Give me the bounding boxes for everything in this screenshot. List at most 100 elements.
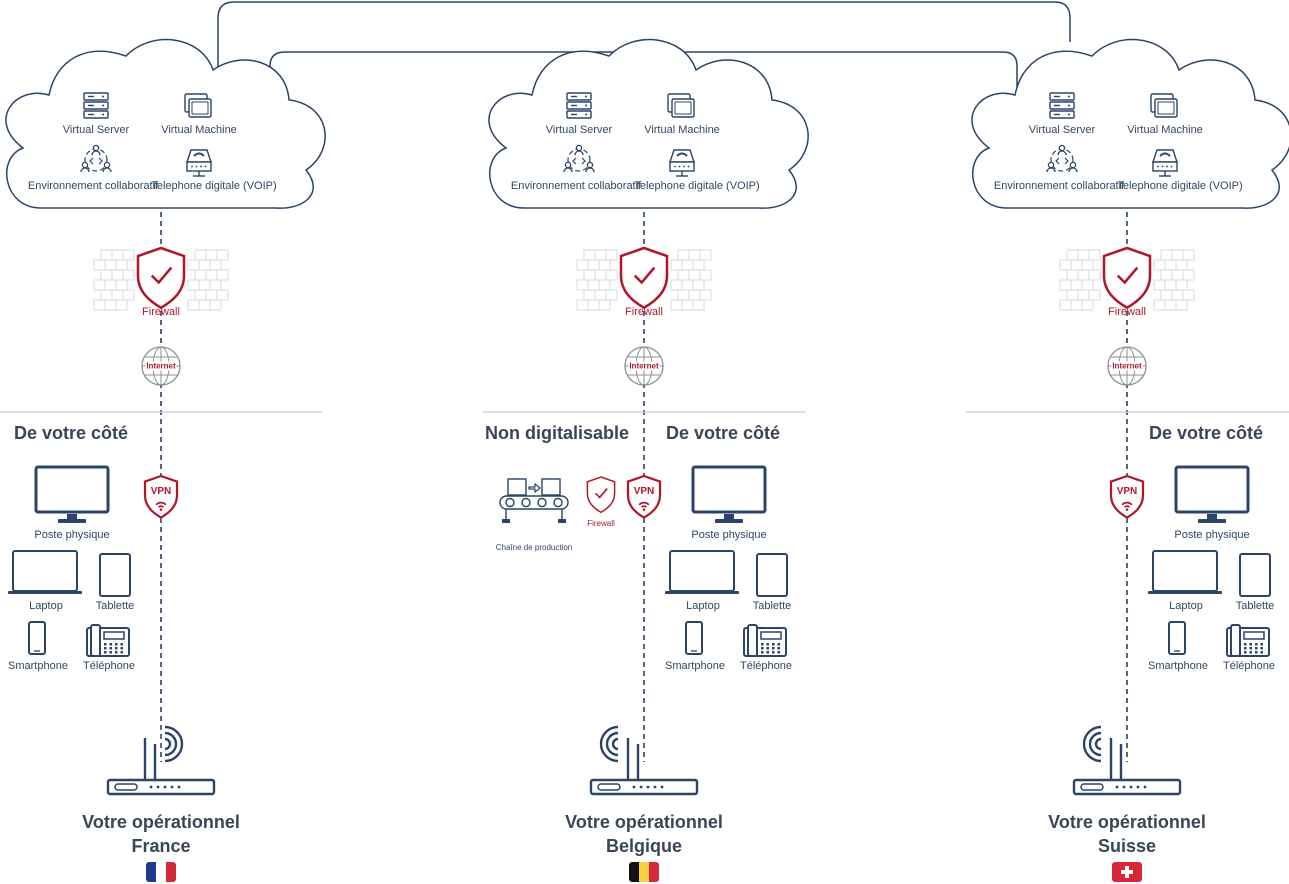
small-firewall-label: Firewall — [587, 519, 615, 528]
voip-phone-icon — [186, 149, 212, 177]
virtual-server-icon — [566, 92, 592, 119]
brick-wall-right — [1153, 249, 1195, 311]
laptop-label: Laptop — [29, 600, 63, 612]
collaborative-env-label: Environnement collaboratif — [27, 180, 159, 192]
smartphone-label: Smartphone — [8, 660, 68, 672]
virtual-machine-label: Virtual Machine — [1127, 124, 1203, 136]
vpn-label: VPN — [150, 486, 172, 497]
vpn-label: VPN — [1116, 486, 1138, 497]
voip-label: Telephone digitale (VOIP) — [1117, 180, 1243, 192]
desktop-icon — [34, 465, 110, 523]
country-flag — [629, 862, 659, 882]
laptop-icon — [665, 550, 739, 594]
flag-stripe — [639, 862, 649, 882]
internet-label: Internet — [1111, 361, 1143, 371]
brick-wall-right — [187, 249, 229, 311]
operational-title: Votre opérationnel — [1048, 812, 1206, 832]
desktop-icon — [691, 465, 767, 523]
virtual-machine-icon — [1150, 93, 1178, 118]
production-chain-icon — [499, 478, 569, 523]
voip-label: Telephone digitale (VOIP) — [634, 180, 760, 192]
laptop-icon — [8, 550, 82, 594]
tablet-label: Tablette — [95, 600, 135, 612]
firewall-shield-icon — [136, 246, 186, 310]
desk-phone-label: Téléphone — [1223, 660, 1275, 672]
production-chain-label: Chaîne de production — [495, 543, 573, 552]
internet-label: Internet — [628, 361, 660, 371]
smartphone-label: Smartphone — [1148, 660, 1208, 672]
desk-phone-icon — [86, 624, 130, 657]
laptop-icon — [1148, 550, 1222, 594]
desk-phone-label: Téléphone — [83, 660, 135, 672]
flag-stripe — [166, 862, 176, 882]
collaboration-icon — [80, 144, 112, 173]
smartphone-icon — [685, 621, 703, 655]
country-name: France — [131, 836, 191, 856]
firewall-shield-icon — [1102, 246, 1152, 310]
desk-phone-icon — [1226, 624, 1270, 657]
desk-phone-icon — [743, 624, 787, 657]
your-side-title: De votre côté — [14, 423, 129, 443]
brick-wall-left — [576, 249, 618, 311]
country-name: Belgique — [605, 836, 683, 856]
brick-wall-left — [93, 249, 135, 311]
desktop-label: Poste physique — [1174, 529, 1250, 541]
vpn-shield-icon — [1109, 474, 1145, 519]
router-icon — [1072, 725, 1182, 796]
desktop-icon — [1174, 465, 1250, 523]
firewall-label: Firewall — [142, 306, 180, 318]
desktop-label: Poste physique — [34, 529, 110, 541]
voip-phone-icon — [1152, 149, 1178, 177]
virtual-machine-label: Virtual Machine — [644, 124, 720, 136]
virtual-server-label: Virtual Server — [62, 124, 130, 136]
collaboration-icon — [563, 144, 595, 173]
flag-stripe — [146, 862, 156, 882]
tablet-icon — [99, 553, 131, 597]
internet-label: Internet — [145, 361, 177, 371]
router-icon — [589, 725, 699, 796]
vpn-shield-icon — [626, 474, 662, 519]
laptop-label: Laptop — [1169, 600, 1203, 612]
flag-stripe — [156, 862, 166, 882]
router-icon — [106, 725, 216, 796]
tablet-icon — [756, 553, 788, 597]
desktop-label: Poste physique — [691, 529, 767, 541]
desk-phone-label: Téléphone — [740, 660, 792, 672]
virtual-server-icon — [1049, 92, 1075, 119]
virtual-machine-icon — [184, 93, 212, 118]
operational-title: Votre opérationnel — [565, 812, 723, 832]
small-firewall-icon — [586, 476, 616, 514]
firewall-shield-icon — [619, 246, 669, 310]
non-digital-title: Non digitalisable — [485, 423, 630, 443]
operational-title: Votre opérationnel — [82, 812, 240, 832]
collaborative-env-label: Environnement collaboratif — [510, 180, 642, 192]
voip-label: Telephone digitale (VOIP) — [151, 180, 277, 192]
voip-phone-icon — [669, 149, 695, 177]
virtual-server-label: Virtual Server — [545, 124, 613, 136]
firewall-label: Firewall — [1108, 306, 1146, 318]
your-side-title: De votre côté — [1149, 423, 1264, 443]
flag-stripe — [629, 862, 639, 882]
laptop-label: Laptop — [686, 600, 720, 612]
collaboration-icon — [1046, 144, 1078, 173]
virtual-machine-label: Virtual Machine — [161, 124, 237, 136]
smartphone-label: Smartphone — [665, 660, 725, 672]
vpn-label: VPN — [633, 486, 655, 497]
tablet-label: Tablette — [1235, 600, 1275, 612]
country-flag — [1112, 862, 1142, 882]
country-flag — [146, 862, 176, 882]
your-side-title: De votre côté — [666, 423, 781, 443]
collaborative-env-label: Environnement collaboratif — [993, 180, 1125, 192]
vpn-shield-icon — [143, 474, 179, 519]
virtual-server-label: Virtual Server — [1028, 124, 1096, 136]
country-name: Suisse — [1097, 836, 1157, 856]
tablet-label: Tablette — [752, 600, 792, 612]
tablet-icon — [1239, 553, 1271, 597]
interconnect-line-outer — [217, 1, 1071, 74]
brick-wall-left — [1059, 249, 1101, 311]
swiss-cross — [1121, 870, 1133, 874]
virtual-server-icon — [83, 92, 109, 119]
firewall-label: Firewall — [625, 306, 663, 318]
